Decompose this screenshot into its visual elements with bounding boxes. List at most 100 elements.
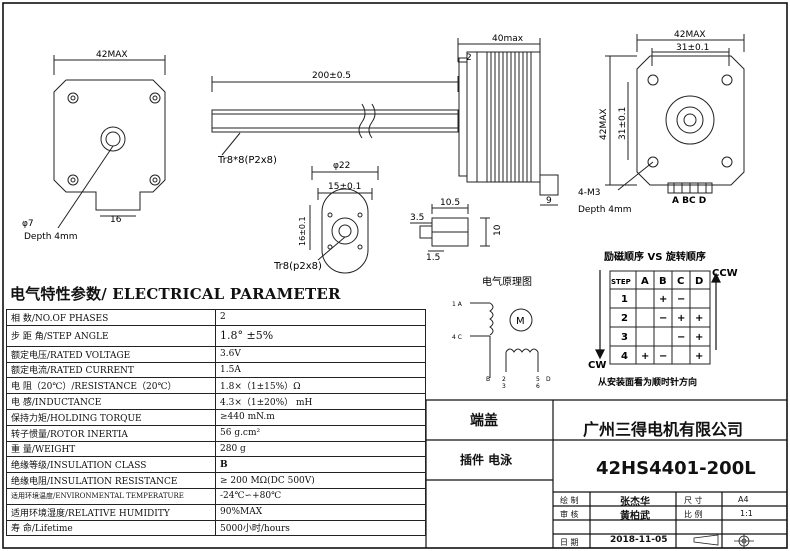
tb-draw-label: 绘 制	[560, 496, 579, 505]
motor-side-view	[457, 38, 559, 206]
param-value: -24℃∽+80℃	[215, 487, 426, 505]
dim-shaft-length: 200±0.5	[312, 71, 351, 81]
nut-thread: Tr8(p2x8)	[273, 261, 322, 272]
param-value: ≥440 mN.m	[215, 408, 426, 426]
param-value: 1.8° ±5%	[215, 324, 426, 347]
param-label: 相 数/NO.OF PHASES	[6, 309, 216, 326]
seq-r3-step: 3	[621, 332, 628, 343]
title-company: 广州三得电机有限公司	[583, 420, 744, 439]
param-row: 绝缘电阻/INSULATION RESISTANCE≥ 200 MΩ(DC 50…	[6, 472, 426, 489]
title-part: 端盖	[470, 413, 498, 429]
title-block-grid	[425, 399, 787, 548]
sequence-title: 励磁顺序 VS 旋转顺序	[604, 250, 706, 263]
tb-check-label: 审 核	[560, 510, 579, 519]
tb-date: 2018-11-05	[610, 535, 668, 545]
param-row: 保持力矩/HOLDING TORQUE≥440 mN.m	[6, 408, 426, 426]
dim-left-width: 42MAX	[96, 50, 128, 60]
param-value: 56 g.cm²	[215, 424, 426, 442]
tb-scale-label: 比 例	[684, 510, 703, 519]
schematic-motor: M	[516, 316, 525, 327]
tb-size-label: 尺 寸	[684, 496, 703, 505]
seq-r1-b: +	[659, 294, 667, 305]
param-label: 步 距 角/STEP ANGLE	[6, 324, 216, 347]
nut-dim-16: 16±0.1	[298, 216, 307, 246]
nut-side-15: 1.5	[426, 253, 440, 263]
param-label: 额定电流/RATED CURRENT	[6, 361, 216, 379]
dim-body-length: 40max	[492, 34, 524, 44]
sequence-table-grid	[609, 270, 711, 365]
param-label: 电 阻（20℃）/RESISTANCE（20℃）	[6, 377, 216, 395]
dim-16: 16	[110, 215, 122, 225]
sequence-table-cells: STEP A B C D 1 + − 2 − + + 3 − + 4 + − +	[611, 276, 703, 362]
param-value: 5000小时/hours	[215, 519, 426, 537]
nut-dim-15: 15±0.1	[328, 182, 361, 192]
param-value: ≥ 200 MΩ(DC 500V)	[215, 472, 426, 489]
seq-r3-c: −	[677, 332, 685, 343]
parameters-title: 电气特性参数/ ELECTRICAL PARAMETER	[10, 285, 341, 303]
seq-r4-a: +	[641, 351, 649, 362]
dim-hole-spacing-h: 31±0.1	[676, 43, 709, 53]
seq-r2-step: 2	[621, 313, 628, 324]
nut-side-view	[410, 204, 490, 252]
nut-dia: φ22	[333, 161, 350, 171]
param-value: 1.5A	[215, 361, 426, 379]
param-label: 适用环境温度/ENVIRONMENTAL TEMPERATURE	[6, 487, 216, 505]
seq-header-a: A	[641, 276, 649, 287]
seq-r4-step: 4	[621, 351, 628, 362]
schematic-letter-d: D	[546, 376, 551, 383]
param-label: 额定电压/RATED VOLTAGE	[6, 345, 216, 363]
nut-side-35: 3.5	[410, 213, 424, 223]
seq-r1-c: −	[677, 294, 685, 305]
param-value: 4.3×（1±20%） mH	[215, 393, 426, 410]
param-value: 2	[215, 309, 426, 326]
seq-r4-b: −	[659, 351, 667, 362]
param-row: 电 阻（20℃）/RESISTANCE（20℃）1.8×（1±15%）Ω	[6, 377, 426, 395]
seq-header-c: C	[677, 276, 684, 287]
seq-r3-d: +	[695, 332, 703, 343]
sequence-ccw: CCW	[712, 268, 738, 279]
param-label: 绝缘电阻/INSULATION RESISTANCE	[6, 472, 216, 489]
schematic-pin-2: 2	[502, 376, 506, 383]
connector-labels: A BC D	[672, 196, 706, 206]
dim-conn-9: 9	[546, 196, 552, 206]
dim-flange: 2	[466, 53, 472, 63]
nut-side-105: 10.5	[440, 198, 460, 208]
lead-screw-view	[211, 76, 459, 156]
schematic-pin-3: 3	[502, 383, 506, 390]
sequence-cw: CW	[588, 360, 606, 371]
param-value: 1.8×（1±15%）Ω	[215, 377, 426, 395]
dim-right-height: 42MAX	[599, 108, 609, 140]
dim-thread-holes: 4-M3	[578, 188, 600, 198]
thread-spec: Tr8*8(P2x8)	[217, 155, 277, 166]
dim-thread-depth: Depth 4mm	[578, 205, 632, 215]
title-plug: 插件 电泳	[460, 453, 513, 467]
front-view-left	[53, 55, 166, 229]
param-label: 寿 命/Lifetime	[6, 519, 216, 537]
seq-r1-step: 1	[621, 294, 628, 305]
dim-boss-depth: Depth 4mm	[24, 232, 78, 242]
tb-draw-name: 张杰华	[620, 497, 650, 508]
param-label: 适用环境湿度/RELATIVE HUMIDITY	[6, 503, 216, 521]
projection-symbol	[693, 534, 754, 548]
param-row: 适用环境温度/ENVIRONMENTAL TEMPERATURE-24℃∽+80…	[6, 487, 426, 505]
sequence-arrows	[595, 270, 721, 360]
seq-r2-b: −	[659, 313, 667, 324]
tb-check-name: 黄柏武	[620, 511, 650, 522]
schematic-pin-6: 6	[536, 383, 540, 390]
param-value: 90%MAX	[215, 503, 426, 521]
dim-boss-dia: φ7	[22, 219, 34, 229]
schematic	[470, 302, 539, 378]
schematic-title: 电气原理图	[482, 275, 532, 288]
schematic-pin-5: 5	[536, 376, 540, 383]
